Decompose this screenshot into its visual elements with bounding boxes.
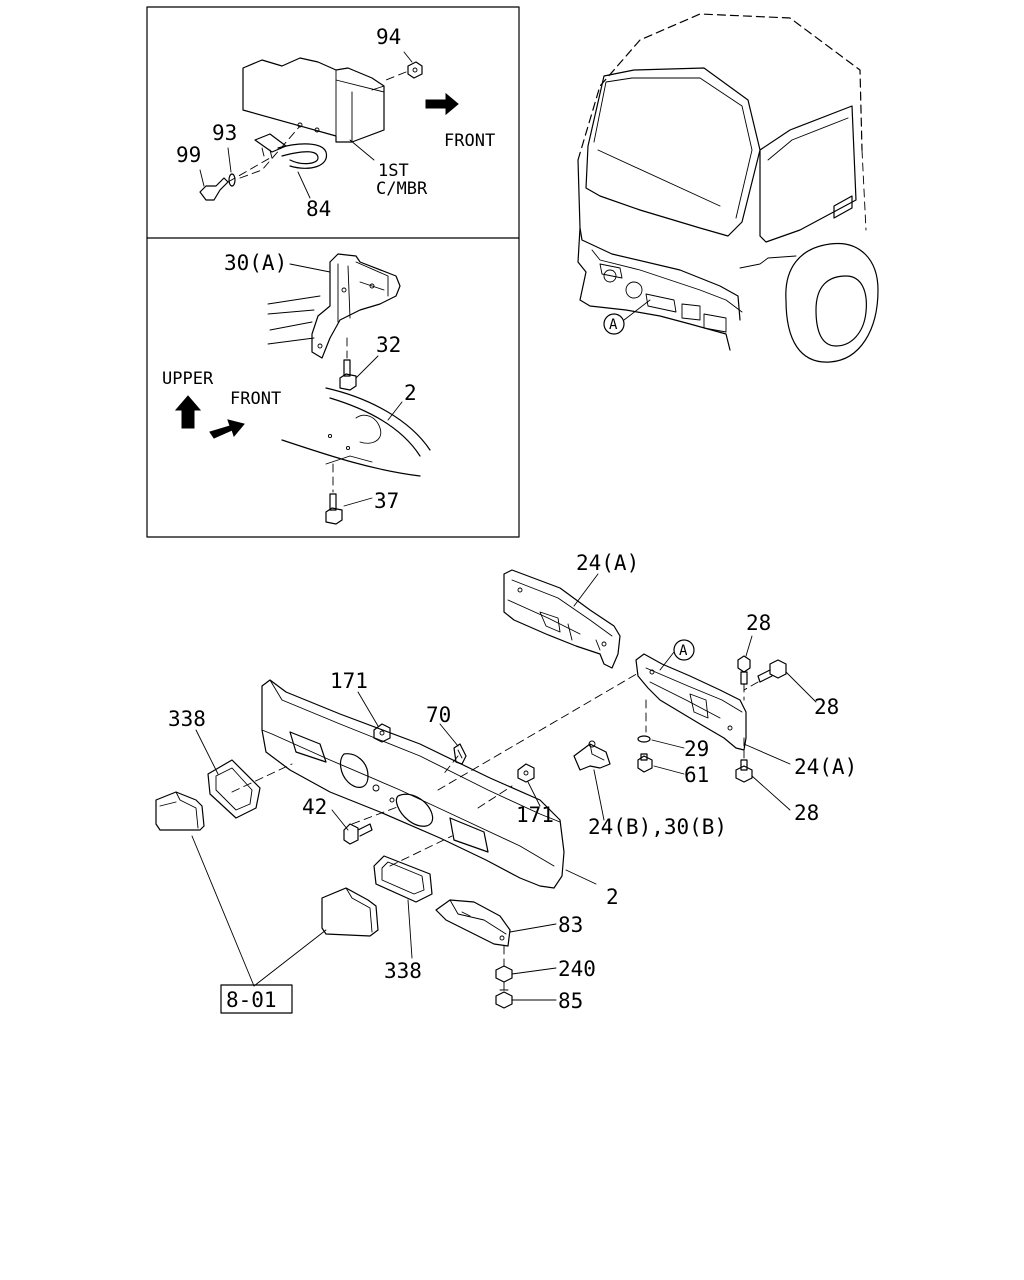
bolt-37 [325,493,343,525]
bracket-24b-30b [573,740,611,771]
marker-a-frame [673,639,695,661]
marker-a-frame-label: A [679,643,688,659]
tow-hook-part [254,133,328,169]
bezel-338-bottom [373,855,433,903]
callout-28-mid: 28 [814,695,839,719]
reference-8-01: 8-01 [226,988,277,1012]
upper-arrow [174,395,202,429]
bolt-61 [637,753,653,773]
bracket-24a-right [635,653,747,751]
nut-171-lower [517,763,535,783]
callout-2-main: 2 [606,885,619,909]
front-arrow-mid [209,419,245,439]
callout-24b-30b: 24(B),30(B) [588,815,727,839]
marker-a-cab [603,313,625,335]
bolt-28-mid [757,659,787,683]
bezel-338-left [207,759,261,819]
callout-171-top: 171 [330,669,368,693]
callout-99: 99 [176,143,201,167]
callout-28-bottom: 28 [794,801,819,825]
callout-240: 240 [558,957,596,981]
bolt-99 [199,177,229,201]
clip-240 [495,965,513,983]
marker-a-cab-label: A [609,317,618,333]
bolt-42 [343,823,373,845]
callout-29: 29 [684,737,709,761]
callout-c-mbr: C/MBR [376,179,428,199]
front-bumper-part [261,679,565,889]
bracket-24a-upper [503,569,621,669]
upper-label: UPPER [162,369,214,389]
washer-93 [228,173,236,187]
bolt-32 [339,359,357,391]
callout-2-inset: 2 [404,381,417,405]
bracket-30a-part [267,253,401,359]
callout-85: 85 [558,989,583,1013]
cover-83 [435,899,511,947]
washer-29 [637,735,651,743]
nut-94 [407,61,423,79]
callout-338-bottom: 338 [384,959,422,983]
callout-171-bottom: 171 [516,803,554,827]
callout-61: 61 [684,763,709,787]
lamp-bottom [321,887,379,937]
callout-24a-top: 24(A) [576,551,639,575]
lamp-left [155,791,205,831]
callout-83: 83 [558,913,583,937]
callout-28-top: 28 [746,611,771,635]
callout-84: 84 [306,197,331,221]
front-arrow-top [425,92,459,116]
callout-42: 42 [302,795,327,819]
bumper-section-part [281,387,431,477]
truck-cab-illustration [577,13,879,363]
callout-338-left: 338 [168,707,206,731]
bolt-28-top [737,655,751,685]
reference-8-01-box [220,984,293,1014]
callout-32: 32 [376,333,401,357]
detail-inset-frame [146,6,520,538]
front-label-mid: FRONT [230,389,281,409]
callout-93: 93 [212,121,237,145]
callout-1st: 1ST [378,161,409,181]
bolt-28-bottom [735,759,753,783]
nut-171-upper [373,723,391,743]
front-label-top: FRONT [444,131,495,151]
callout-37: 37 [374,489,399,513]
callout-70: 70 [426,703,451,727]
callout-30a: 30(A) [224,251,287,275]
clip-70 [453,743,467,765]
callout-24a-right: 24(A) [794,755,857,779]
screw-85 [495,989,513,1009]
first-crossmember-detail [242,57,385,143]
callout-94: 94 [376,25,401,49]
